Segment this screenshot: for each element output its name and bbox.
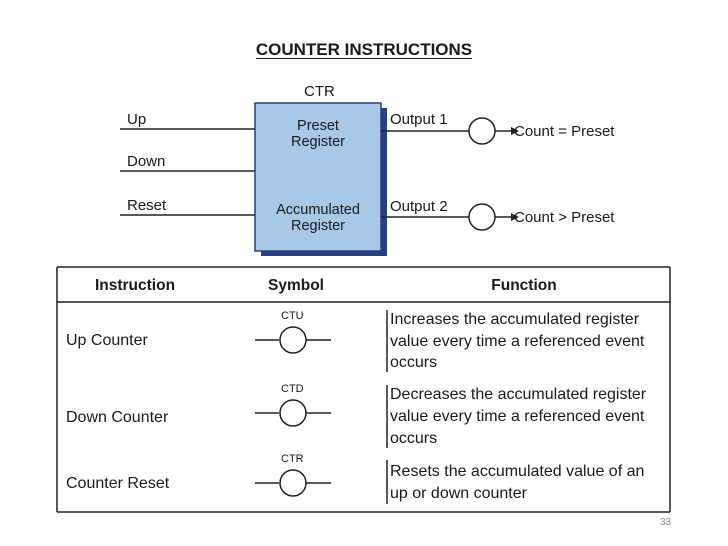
row-1-symbol-label: CTU: [281, 310, 304, 322]
output-2-label: Output 2: [390, 198, 448, 215]
row-2-function-line-2: value every time a referenced event: [390, 408, 645, 425]
input-up-label: Up: [127, 111, 146, 128]
header-symbol: Symbol: [268, 277, 324, 294]
header-instruction: Instruction: [95, 277, 175, 294]
input-reset-label: Reset: [127, 197, 167, 214]
output-1-coil: [468, 117, 496, 145]
instruction-table: Instruction Symbol Function Up Counter C…: [56, 266, 671, 513]
output-1-arrow-icon: [511, 127, 519, 135]
row-2-coil-icon: [279, 399, 307, 427]
output-2-condition: Count > Preset: [514, 209, 615, 226]
output-1-condition: Count = Preset: [514, 123, 615, 140]
row-1-function-line-1: Increases the accumulated register: [390, 311, 640, 328]
accumulated-register-label: Register: [291, 218, 345, 234]
row-1-function-line-3: occurs: [390, 354, 437, 371]
output-2-coil: [468, 203, 496, 231]
preset-label: Preset: [297, 118, 339, 134]
row-1-function-line-2: value every time a referenced event: [390, 333, 645, 350]
counter-block: [254, 102, 382, 252]
output-2-arrow-icon: [511, 213, 519, 221]
input-down-label: Down: [127, 153, 165, 170]
row-2-function-line-3: occurs: [390, 430, 437, 447]
row-3-symbol-label: CTR: [281, 453, 304, 465]
accumulated-label: Accumulated: [276, 202, 360, 218]
output-1-label: Output 1: [390, 111, 448, 128]
page-number: 33: [660, 517, 672, 528]
row-2-function-line-1: Decreases the accumulated register: [390, 386, 647, 403]
slide-title: COUNTER INSTRUCTIONS: [255, 40, 473, 59]
row-2-symbol-label: CTD: [281, 383, 304, 395]
header-function: Function: [491, 277, 556, 294]
preset-register-label: Register: [291, 134, 345, 150]
row-3-coil-icon: [279, 469, 307, 497]
block-label: CTR: [304, 83, 335, 100]
row-1-instruction: Up Counter: [66, 332, 148, 349]
row-3-instruction: Counter Reset: [66, 475, 170, 492]
row-3-function-line-2: up or down counter: [390, 485, 528, 502]
row-3-function-line-1: Resets the accumulated value of an: [390, 463, 644, 480]
row-1-coil-icon: [279, 326, 307, 354]
row-2-instruction: Down Counter: [66, 409, 169, 426]
